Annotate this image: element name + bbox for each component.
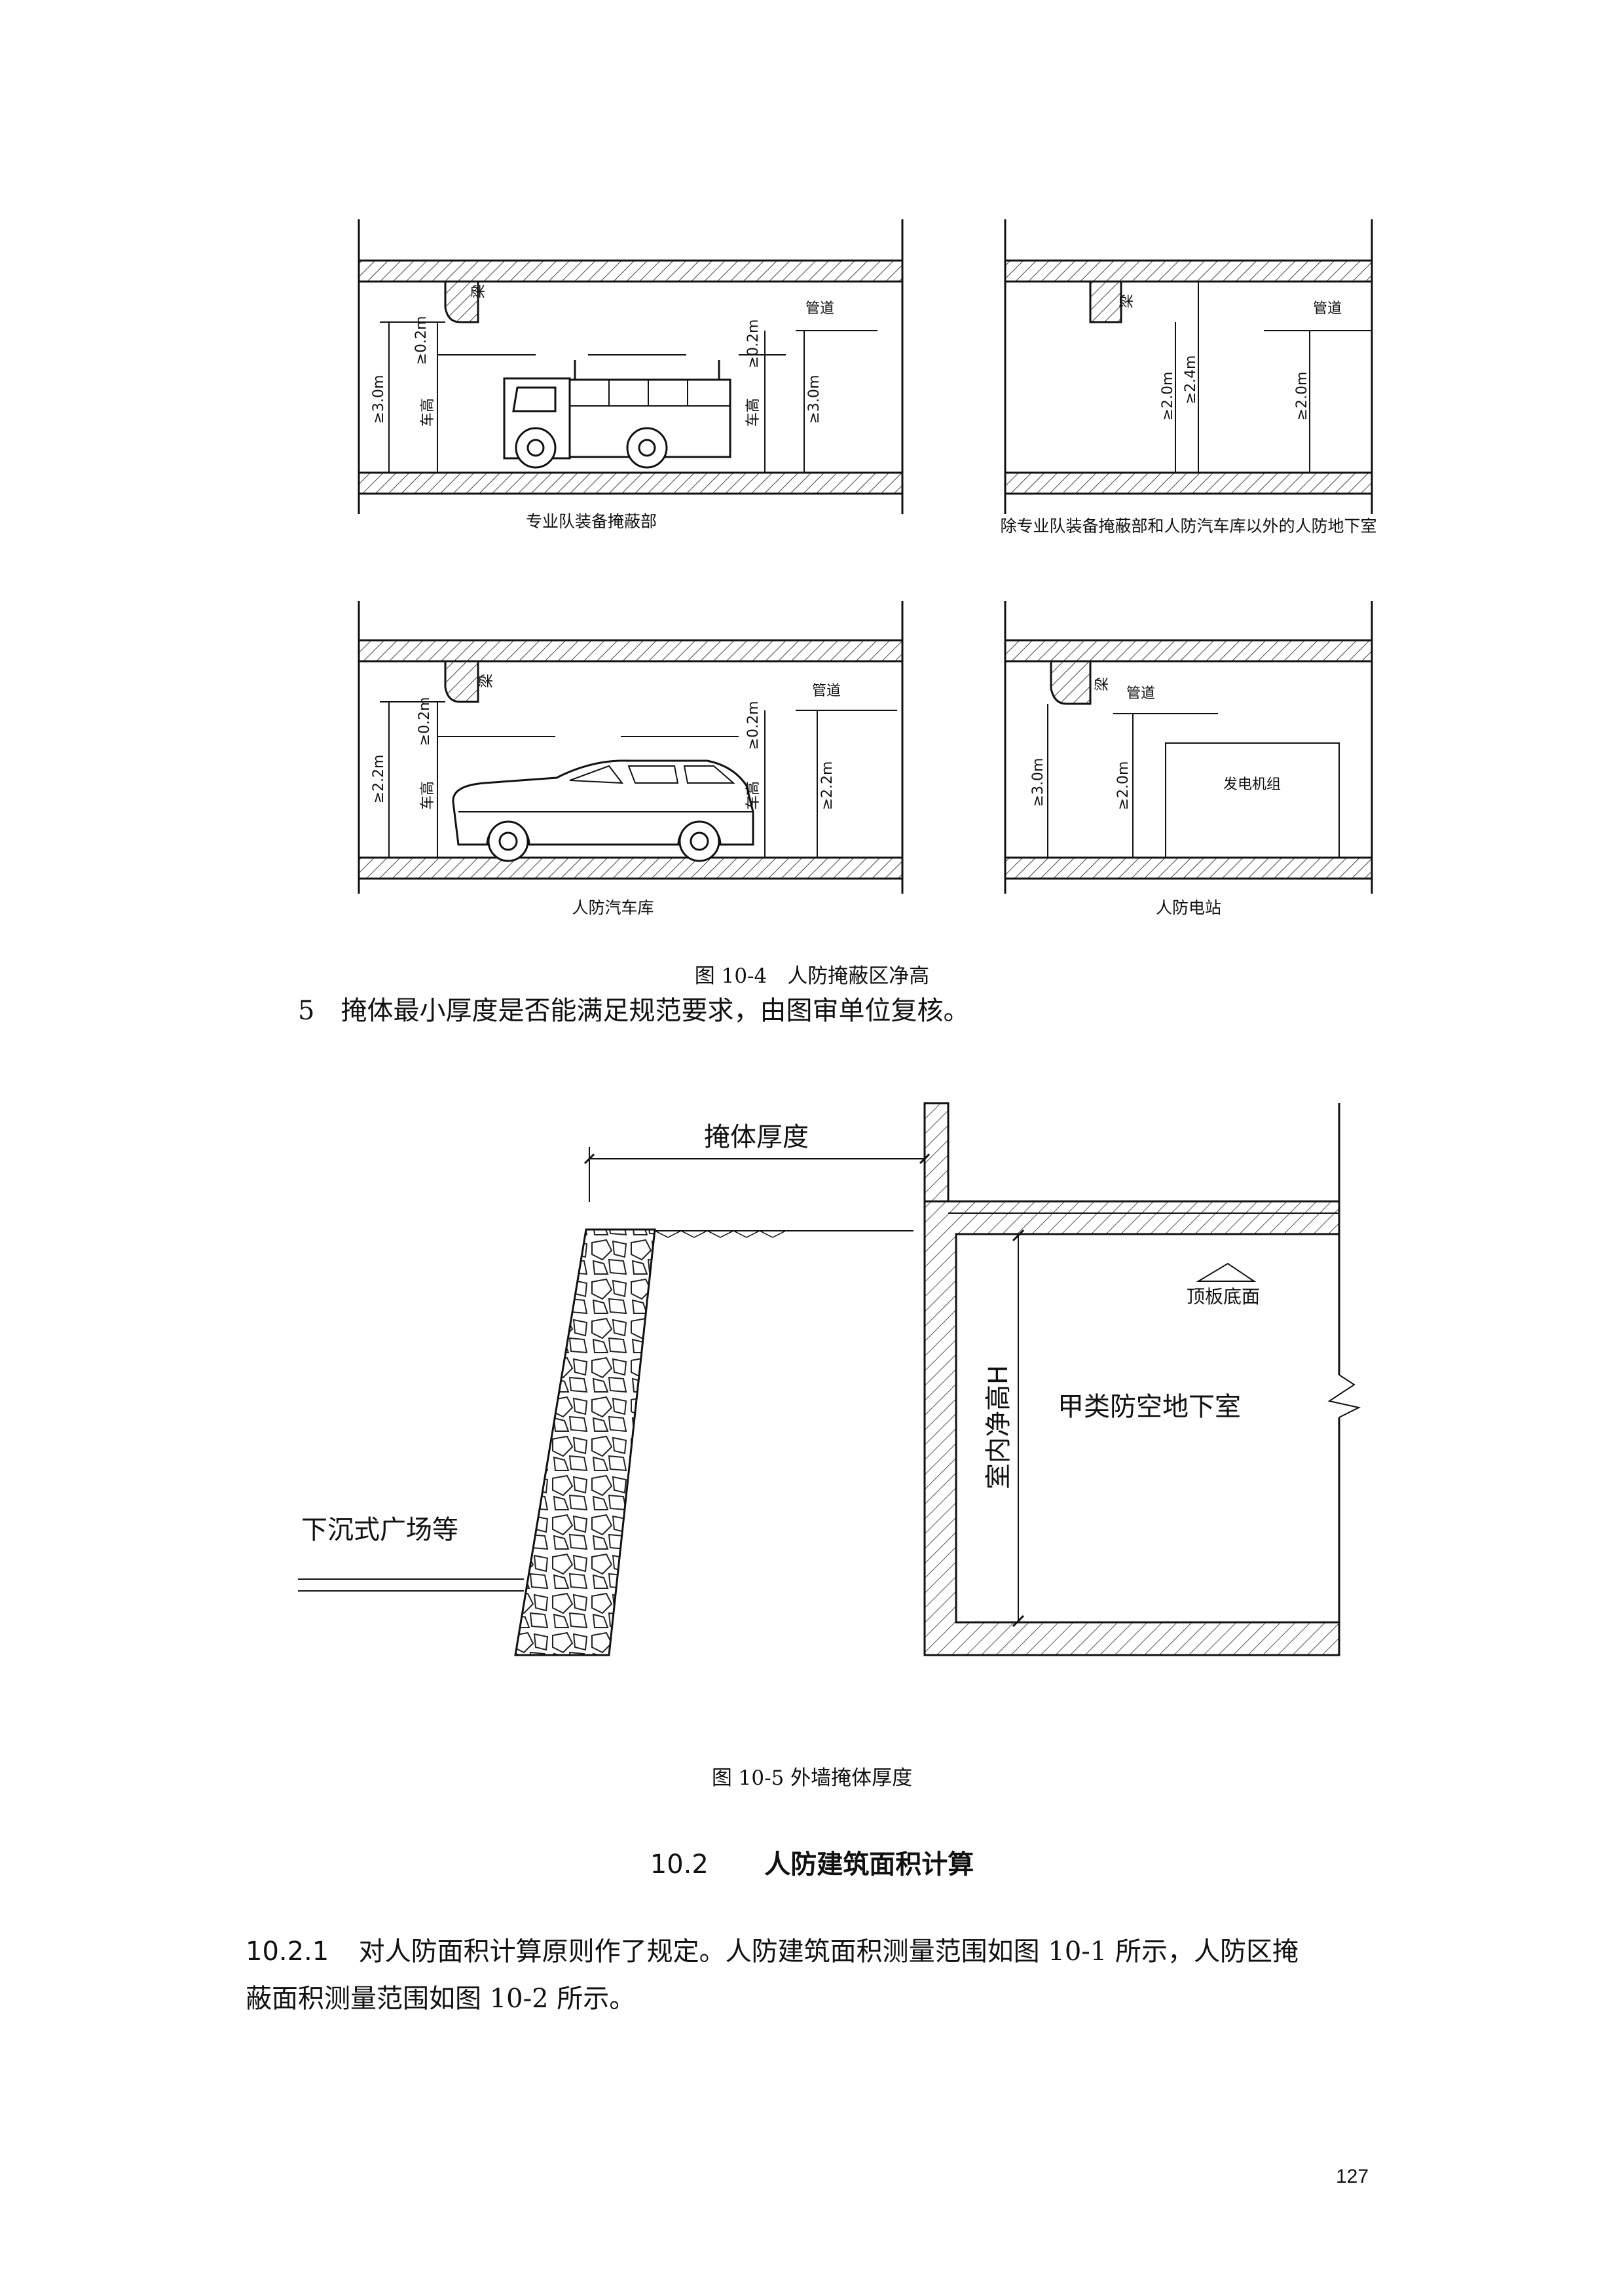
clearance-label: ≥0.2m [416,697,433,746]
height-label: ≥3.0m [371,375,387,424]
panel-car-garage-labels: 梁 管道 ≥0.2m ≥0.2m ≥2.2m ≥2.2m 车高 车高 人防汽车库 [371,674,841,917]
thickness-label: 掩体厚度 [704,1122,809,1152]
figure-10-4: 梁 管道 ≥0.2m ≥0.2m ≥3.0m ≥3.0m 车高 车高 专业队装备… [358,219,1377,917]
room-label: 甲类防空地下室 [1058,1392,1241,1422]
generator-box [1165,742,1340,858]
figure-10-5-caption: 图 10-5 外墙掩体厚度 [711,1766,913,1790]
figure-10-5: 掩体厚度 顶板底面 室内净高H 甲类防空地下室 下沉式广场等 [298,1102,1361,1656]
panel-power-station-labels: 梁 管道 ≥3.0m ≥2.0m 发电机组 人防电站 [1030,677,1281,917]
beam-label: 梁 [1094,677,1111,691]
car-icon [452,759,754,862]
pipe-label: 管道 [805,301,834,317]
clause-line-2: 蔽面积测量范围如图 10-2 所示。 [246,1984,636,2014]
height-label: ≥2.2m [819,761,836,811]
clause-10-2-1: 10.2.1 对人防面积计算原则作了规定。人防建筑面积测量范围如图 10-1 所… [246,1928,1378,2022]
inner-height-label: 室内净高H [984,1365,1014,1489]
generator-label: 发电机组 [1223,776,1281,793]
panel-title: 人防电站 [1156,898,1221,917]
panel-title: 人防汽车库 [572,898,654,917]
vehicle-height-label: 车高 [420,781,436,810]
height-label: ≥2.0m [1294,372,1310,421]
figure-10-4-caption: 图 10-4 人防掩蔽区净高 [694,964,930,988]
beam-label: 梁 [471,284,487,299]
pipe-label: 管道 [1313,301,1342,317]
vehicle-height-label: 车高 [745,781,762,810]
panel-title: 除专业队装备掩蔽部和人防汽车库以外的人防地下室 [1000,517,1376,536]
panel-general-shelter-labels: 梁 管道 ≥2.0m ≥2.4m ≥2.0m 除专业队装备掩蔽部和人防汽车库以外… [1000,294,1376,536]
panel-general-shelter [1004,219,1373,514]
clearance-label: ≥0.2m [413,316,430,365]
page-number: 127 [1336,2166,1369,2187]
panel-car-garage [358,601,904,894]
height-label: ≥2.2m [371,755,387,804]
height-label: ≥3.0m [1030,758,1046,807]
item-5-text: 5 掩体最小厚度是否能满足规范要求，由图审单位复核。 [298,996,970,1026]
clause-line-1: 对人防面积计算原则作了规定。人防建筑面积测量范围如图 10-1 所示，人防区掩 [358,1937,1299,1967]
height-label: ≥2.4m [1183,355,1199,405]
section-number: 10.2 [650,1850,709,1880]
panel-title: 专业队装备掩蔽部 [526,512,657,531]
roof-bottom-label: 顶板底面 [1187,1286,1260,1307]
height-label: ≥2.0m [1160,372,1176,421]
pipe-label: 管道 [812,683,841,699]
stone-retaining-wall [514,1228,656,1656]
truck-icon [503,360,731,469]
section-heading: 10.2 人防建筑面积计算 [0,1843,1624,1881]
vehicle-height-label: 车高 [420,398,436,427]
clause-number: 10.2.1 [246,1937,329,1967]
pipe-label: 管道 [1126,685,1155,702]
sunken-plaza-label: 下沉式广场等 [301,1515,458,1545]
beam-label: 梁 [1119,294,1135,308]
vehicle-height-label: 车高 [745,398,762,427]
clearance-label: ≥0.2m [745,319,762,369]
height-label: ≥2.0m [1115,761,1132,811]
panel-equipment-shelter-labels: 梁 管道 ≥0.2m ≥0.2m ≥3.0m ≥3.0m 车高 车高 专业队装备… [371,284,834,531]
panel-equipment-shelter [358,219,904,514]
section-title: 人防建筑面积计算 [764,1850,974,1880]
panel-power-station [1004,601,1373,894]
height-label: ≥3.0m [806,375,822,424]
clearance-label: ≥0.2m [745,701,762,750]
beam-label: 梁 [479,674,495,688]
